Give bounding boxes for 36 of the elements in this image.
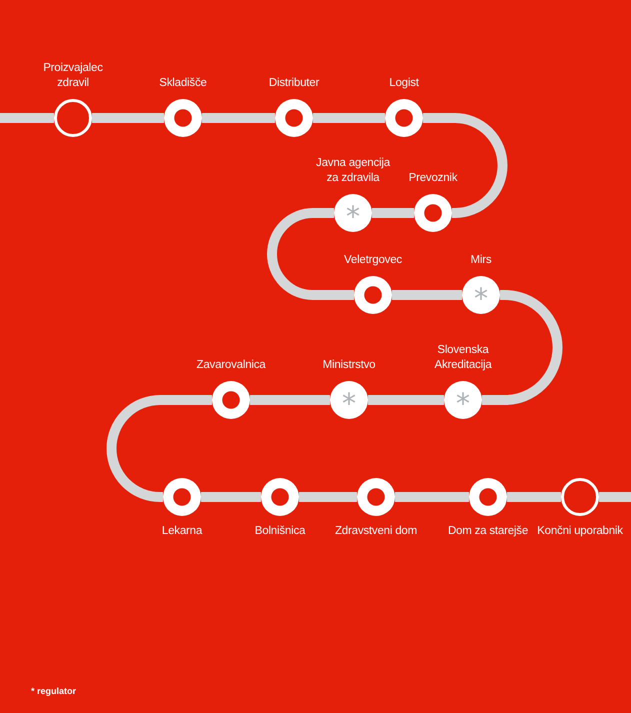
track-line xyxy=(267,208,354,300)
station-label: Prevoznik xyxy=(408,171,458,186)
station-label: Skladišče xyxy=(159,76,207,91)
track-line xyxy=(0,113,54,123)
track-line xyxy=(599,492,631,502)
station-label: Logist xyxy=(389,76,419,91)
track-line xyxy=(201,492,261,502)
track-line xyxy=(392,290,462,300)
station-label: Slovenska Akreditacija xyxy=(433,343,493,373)
station-label: Javna agencija za zdravila xyxy=(315,156,392,186)
station-label: Distributer xyxy=(268,76,320,91)
regulator-asterisk: * xyxy=(342,390,356,418)
footnote: * regulator xyxy=(31,686,76,696)
regulator-asterisk: * xyxy=(474,285,488,313)
regulator-asterisk: * xyxy=(456,390,470,418)
track-line xyxy=(202,113,275,123)
track-line xyxy=(250,395,330,405)
regulator-asterisk: * xyxy=(346,203,360,231)
track-line xyxy=(92,113,164,123)
station-label: Končni uporabnik xyxy=(537,524,623,539)
station-label: Ministrstvo xyxy=(322,358,376,373)
track-line xyxy=(372,208,414,218)
track-line xyxy=(482,290,562,405)
station-label: Proizvajalec zdravil xyxy=(42,61,104,91)
station-label: Zavarovalnica xyxy=(196,358,266,373)
track-line xyxy=(395,492,469,502)
track-line xyxy=(507,492,561,502)
station-label: Bolnišnica xyxy=(254,524,306,539)
track-line xyxy=(299,492,357,502)
track-line xyxy=(368,395,444,405)
station-label: Dom za starejše xyxy=(448,524,528,539)
station-label: Lekarna xyxy=(162,524,202,539)
track-line xyxy=(313,113,385,123)
station-label: Veletrgovec xyxy=(344,253,402,268)
station-label: Mirs xyxy=(470,253,492,268)
station-label: Zdravstveni dom xyxy=(334,524,417,539)
